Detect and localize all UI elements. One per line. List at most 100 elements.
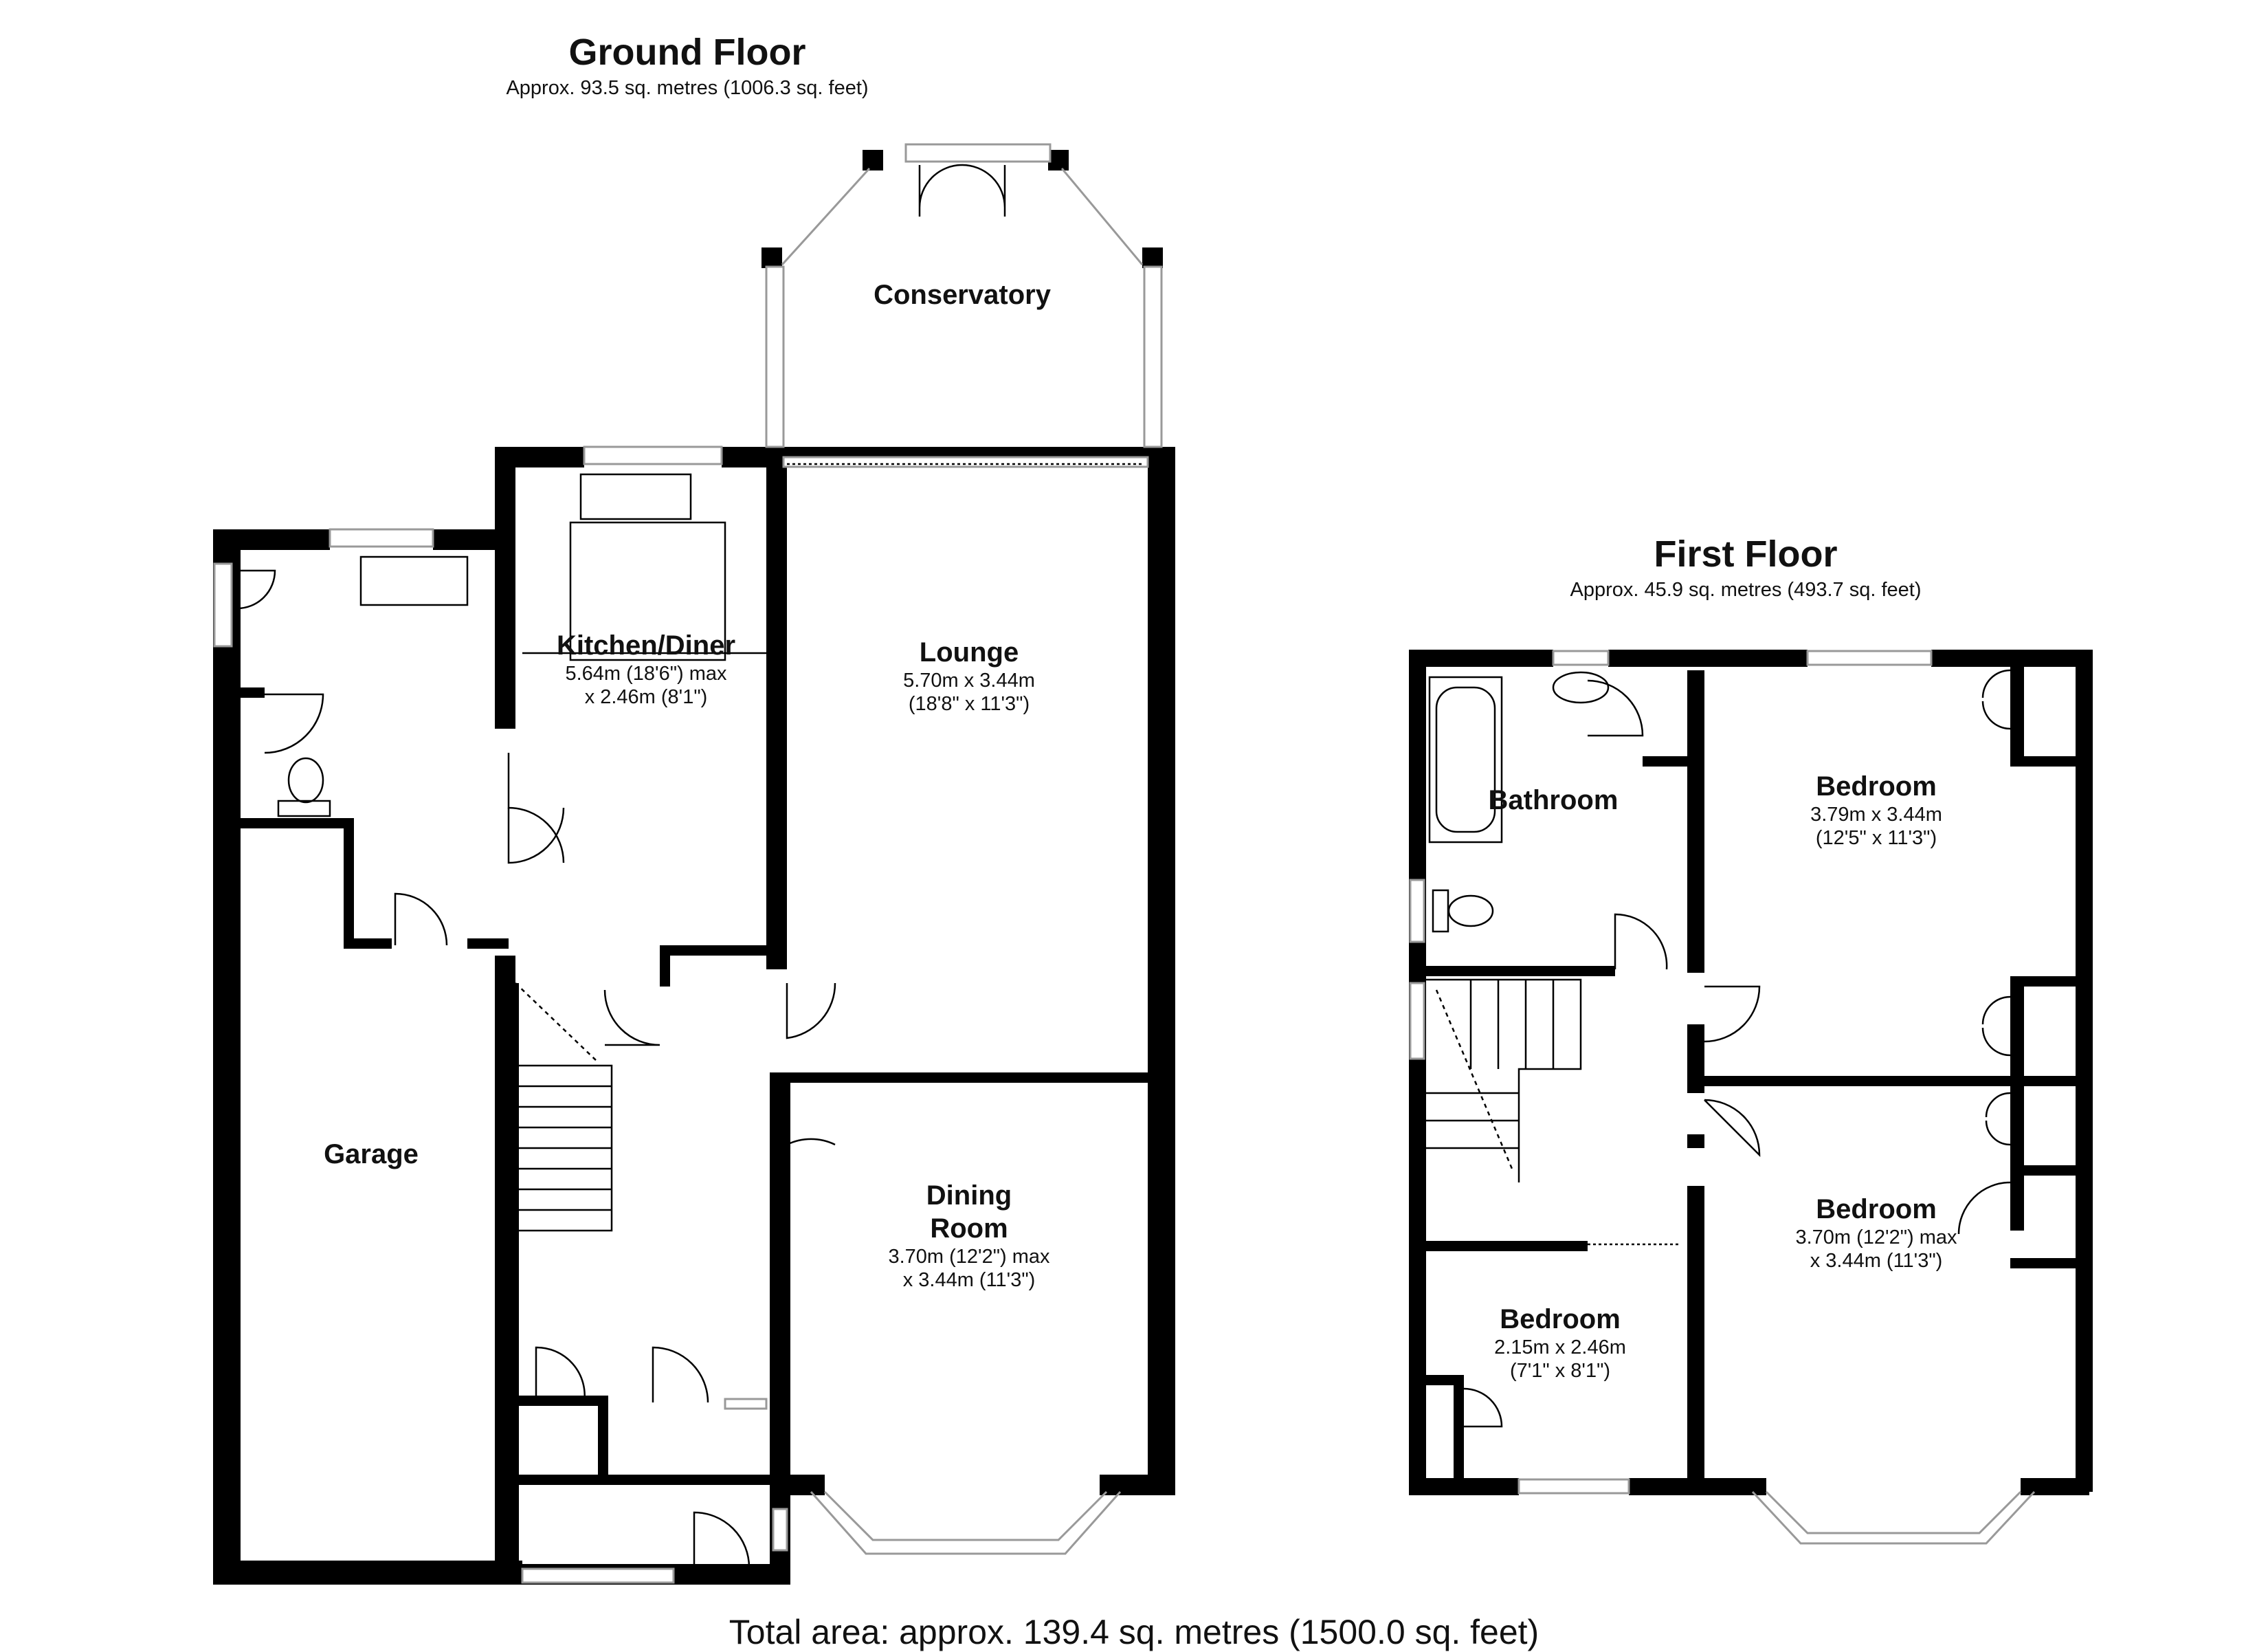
door-swing (1704, 1099, 1761, 1158)
room-dimensions: (7'1" x 8'1") (1509, 1360, 1611, 1382)
window (1409, 982, 1425, 1060)
door-swing (603, 989, 660, 1046)
bay-window (1751, 1490, 2036, 1545)
wall (237, 687, 265, 698)
wall (237, 818, 347, 828)
first-floor-plan (1409, 650, 2093, 1495)
wall (344, 938, 392, 949)
french-doors (918, 164, 1006, 217)
room-dimensions: 3.70m (12'2") max (1795, 1226, 1957, 1248)
room-name: Room (930, 1213, 1008, 1244)
wall (1423, 966, 1615, 976)
window (583, 445, 723, 465)
window (1060, 168, 1144, 265)
wall (2076, 650, 2093, 1492)
wall (1409, 650, 1426, 1495)
door-swing (652, 1346, 709, 1403)
sink-icon (579, 473, 692, 520)
wall (2010, 976, 2024, 1076)
window (1806, 650, 1933, 666)
ground-floor-title: Ground Floor (568, 32, 806, 73)
door-swing (535, 1346, 586, 1403)
window (521, 1567, 675, 1584)
wall (2010, 1165, 2079, 1176)
door-swing (507, 753, 565, 863)
wall (863, 150, 883, 170)
door-swing (236, 569, 276, 610)
stair-direction (515, 982, 599, 1063)
wall (1148, 447, 1175, 1492)
window (765, 265, 785, 448)
window (1552, 650, 1610, 666)
room-lounge: Lounge 5.70m x 3.44m (18'8" x 11'3") (832, 636, 1107, 716)
ground-floor-plan (213, 150, 1175, 1585)
wall (2010, 756, 2079, 767)
window (724, 1398, 768, 1410)
wall (495, 447, 515, 729)
wall (213, 1561, 522, 1585)
wall (495, 447, 584, 467)
room-name: Garage (324, 1139, 419, 1169)
room-dimensions: x 3.44m (11'3") (1810, 1250, 1943, 1272)
door-swing (1463, 1387, 1503, 1428)
wall (1608, 650, 1808, 667)
wall (2010, 976, 2079, 987)
toilet-icon (277, 800, 331, 817)
stair-direction (1435, 989, 1513, 1169)
room-dimensions: 2.15m x 2.46m (1494, 1336, 1626, 1358)
wall (2010, 667, 2024, 763)
wall (1687, 670, 1704, 973)
room-bedroom-1: Bedroom 3.79m x 3.44m (12'5" x 11'3") (1739, 770, 2014, 850)
first-floor-windows (1409, 650, 2036, 1545)
wall (787, 1072, 1161, 1083)
sink-icon (359, 555, 469, 606)
ground-floor-windows (213, 143, 1163, 1584)
wall (2010, 1258, 2079, 1268)
wall (2021, 1478, 2089, 1495)
wall (2010, 1086, 2024, 1231)
door-swing (786, 1090, 836, 1146)
ground-floor-area: Approx. 93.5 sq. metres (1006.3 sq. feet… (506, 77, 869, 99)
wall (515, 1396, 598, 1406)
room-name: Kitchen/Diner (556, 630, 736, 661)
door-swing (1614, 913, 1668, 970)
toilet-icon (1447, 894, 1494, 927)
wardrobe-doors (1985, 1092, 2011, 1146)
window (329, 528, 434, 548)
wall (598, 1396, 608, 1475)
wall (467, 938, 509, 949)
door-swing (394, 892, 448, 946)
wall (1931, 650, 2089, 667)
room-dimensions: (18'8" x 11'3") (908, 693, 1030, 715)
wall (1687, 1186, 1704, 1488)
room-name: Lounge (919, 637, 1019, 668)
room-name: Bathroom (1488, 785, 1619, 815)
room-name: Dining (926, 1180, 1012, 1211)
bay-window (823, 1490, 1108, 1541)
room-name: Bedroom (1500, 1304, 1621, 1334)
wall (213, 529, 330, 550)
room-dining-room: Dining Room 3.70m (12'2") max x 3.44m (1… (832, 1179, 1107, 1292)
first-floor-fixtures (1426, 669, 2011, 1428)
door-swing (786, 982, 836, 1039)
room-bedroom-2: Bedroom 3.70m (12'2") max x 3.44m (11'3"… (1739, 1193, 2014, 1273)
room-dimensions: (12'5" x 11'3") (1815, 827, 1937, 849)
window (904, 143, 1052, 163)
basin-icon (1552, 671, 1610, 704)
room-bedroom-3: Bedroom 2.15m x 2.46m (7'1" x 8'1") (1423, 1303, 1698, 1383)
window (1409, 879, 1425, 943)
wall (1048, 150, 1069, 170)
room-dimensions: 3.79m x 3.44m (1810, 804, 1942, 826)
room-dimensions: x 2.46m (8'1") (584, 686, 708, 708)
window (1517, 1478, 1630, 1495)
wall (766, 447, 787, 969)
wall (1687, 1134, 1704, 1148)
window (772, 1508, 788, 1552)
room-name: Conservatory (874, 280, 1051, 310)
wall (1100, 1475, 1175, 1495)
wall (783, 1475, 825, 1495)
window (1143, 265, 1163, 448)
wall (1454, 1375, 1464, 1485)
toilet-icon (287, 757, 324, 804)
